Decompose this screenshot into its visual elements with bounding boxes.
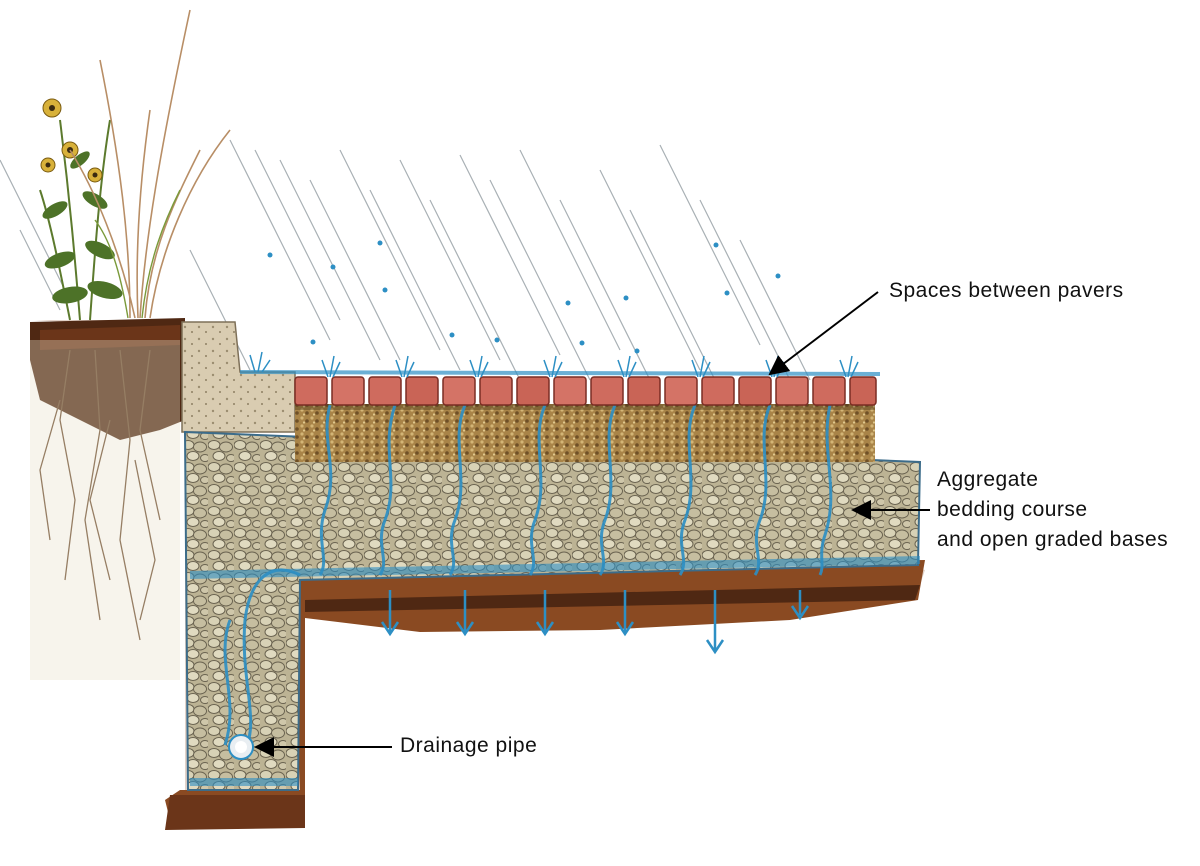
- open-graded-base: [183, 430, 922, 791]
- aggregate-label-line-1: Aggregate: [937, 468, 1039, 491]
- drainage-pipe-label: Drainage pipe: [400, 734, 538, 757]
- aggregate-label-line-2: bedding course: [937, 498, 1088, 521]
- spaces-between-pavers-label: Spaces between pavers: [889, 279, 1124, 302]
- label-arrows: [254, 291, 930, 757]
- water-base-line: [189, 556, 921, 579]
- infiltration-arrows: [380, 590, 810, 655]
- roots: [39, 349, 161, 641]
- raindrops: [267, 240, 781, 354]
- aggregate-label-line-3: and open graded bases: [937, 528, 1169, 551]
- concrete-curb: [181, 321, 296, 433]
- drainage-pipe-icon: [228, 734, 254, 760]
- pavers: [294, 376, 877, 406]
- plants-icon: [39, 9, 231, 321]
- water-flow: [223, 404, 833, 751]
- aggregate-bases-label: Aggregate bedding course and open graded…: [937, 465, 1168, 555]
- bedding-course: [295, 404, 875, 462]
